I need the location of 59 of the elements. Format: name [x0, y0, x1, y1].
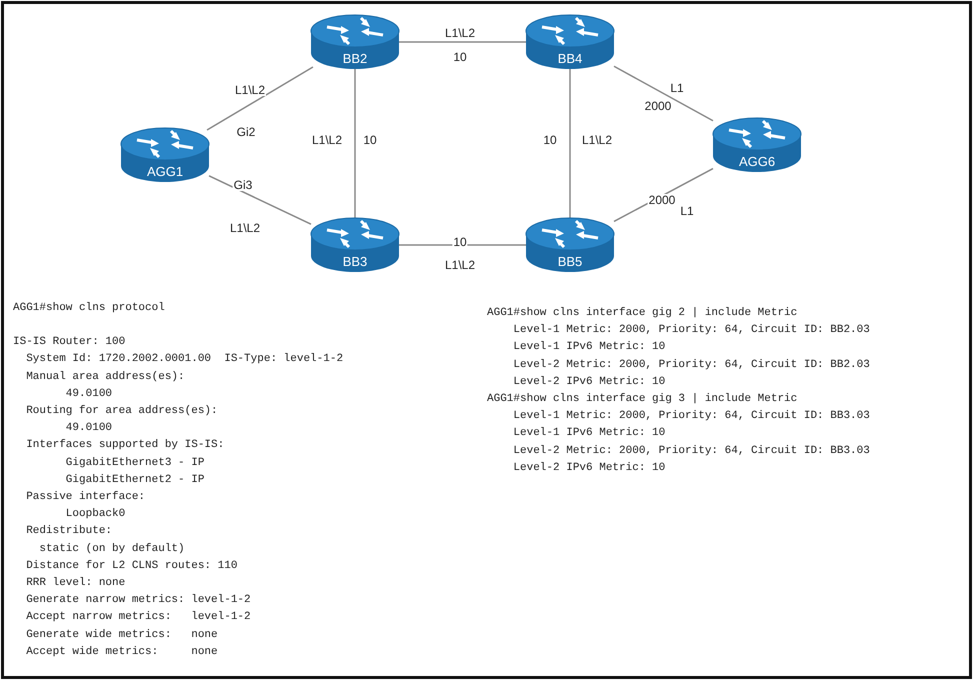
link-line: [399, 244, 526, 246]
link-annotation: 10: [452, 51, 468, 63]
edge-label: L1\L2: [444, 259, 476, 271]
cli-output-line: AGG1#show clns protocol: [13, 301, 166, 316]
cli-output-line: Passive interface:: [25, 490, 146, 506]
edge-label: L1: [679, 205, 695, 217]
router-label: BB4: [556, 50, 584, 68]
router-label: BB2: [342, 50, 368, 68]
cli-output-line: Level-2 IPv6 Metric: 10: [512, 374, 666, 390]
cli-output-line: Generate wide metrics: none: [25, 628, 219, 643]
cli-output-line: Accept narrow metrics: level-1-2: [25, 610, 252, 626]
link-line: [614, 66, 714, 122]
link-annotation: 10: [542, 134, 558, 146]
cli-output-line: Routing for area address(es):: [25, 404, 219, 420]
cli-output-line: Loopback0: [64, 507, 126, 522]
cli-output-line: IS-IS Router: 100: [13, 335, 126, 350]
cli-output-line: Level-1 Metric: 2000, Priority: 64, Circuit ID: BB3.03: [512, 409, 870, 424]
cli-output-line: Distance for L2 CLNS routes: 110: [25, 558, 238, 574]
link-annotation: 2000: [648, 194, 676, 206]
cli-output-line: Level-2 Metric: 2000, Priority: 64, Circuit ID: BB3.03: [512, 444, 870, 459]
cli-output-line: Level-2 IPv6 Metric: 10: [512, 460, 666, 476]
edge-label: L1: [669, 82, 685, 94]
cli-output-line: Accept wide metrics: none: [25, 644, 219, 660]
edge-label: L1\L2: [444, 27, 476, 39]
cli-output-line: System Id: 1720.2002.0001.00 IS-Type: level-1-2: [25, 352, 344, 368]
link-line: [206, 66, 314, 131]
edge-label: L1\L2: [234, 84, 266, 96]
router-label: AGG1: [146, 163, 184, 181]
cli-output-line: 49.0100: [64, 421, 114, 436]
edge-label: L1\L2: [580, 134, 614, 146]
cli-output-line: GigabitEthernet2 - IP: [64, 472, 206, 488]
edge-label: L1\L2: [228, 222, 262, 234]
link-annotation: Gi3: [232, 179, 254, 191]
link-annotation: 10: [452, 236, 468, 248]
cli-output-line: AGG1#show clns interface gig 3 | include Metric: [487, 392, 798, 408]
router-label: BB3: [342, 253, 368, 271]
cli-output-line: AGG1#show clns interface gig 2 | include Metric: [487, 306, 798, 321]
link-line: [208, 175, 312, 225]
cli-output-line: Level-1 Metric: 2000, Priority: 64, Circuit ID: BB2.03: [512, 323, 870, 338]
router-label: AGG6: [738, 153, 776, 171]
router-label: BB5: [556, 253, 584, 271]
link-line: [399, 41, 526, 43]
link-annotation: 10: [362, 134, 378, 146]
link-annotation: 2000: [644, 100, 672, 112]
edge-label: L1\L2: [310, 134, 344, 146]
link-line: [354, 67, 356, 220]
cli-output-line: RRR level: none: [25, 576, 126, 592]
cli-output-line: Level-2 Metric: 2000, Priority: 64, Circuit ID: BB2.03: [512, 358, 870, 373]
link-line: [569, 67, 571, 220]
cli-output-line: Level-1 IPv6 Metric: 10: [512, 426, 666, 442]
cli-output-line: Level-1 IPv6 Metric: 10: [512, 340, 666, 356]
cli-output-line: Manual area address(es):: [25, 370, 186, 385]
cli-output-line: GigabitEthernet3 - IP: [64, 456, 206, 471]
cli-output-line: 49.0100: [64, 386, 114, 402]
cli-output-line: Interfaces supported by IS-IS:: [25, 438, 226, 454]
cli-output-line: static (on by default): [38, 542, 186, 557]
cli-output-line: Redistribute:: [25, 524, 114, 540]
cli-output-line: Generate narrow metrics: level-1-2: [25, 593, 252, 608]
link-annotation: Gi2: [236, 126, 256, 138]
